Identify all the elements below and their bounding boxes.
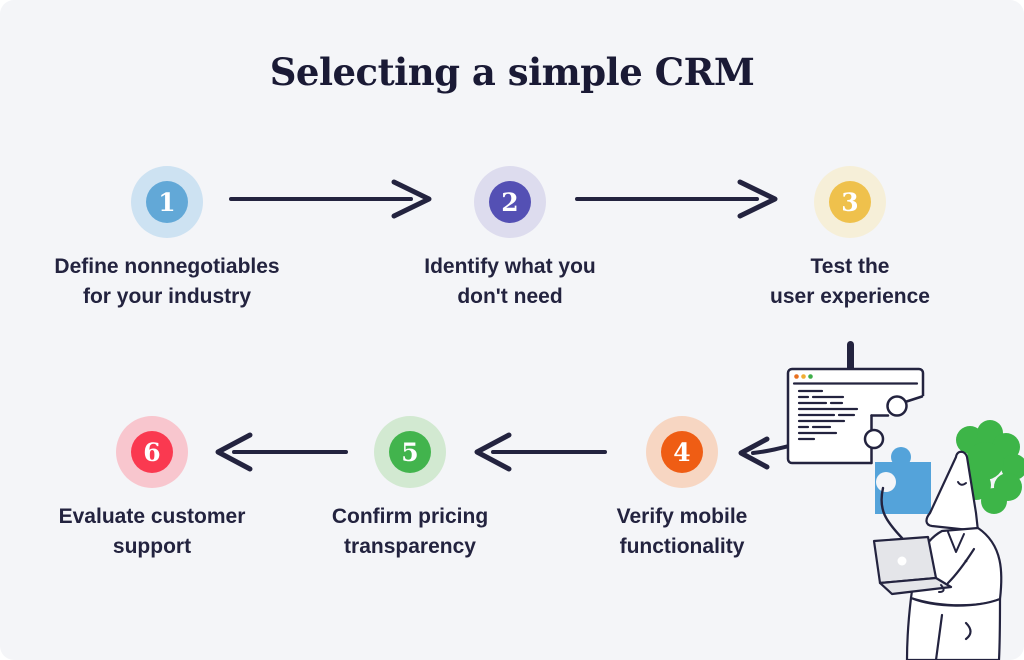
step-2-label: Identify what you don't need — [424, 255, 596, 308]
arrow-right-icon — [575, 179, 778, 219]
step-1-badge: 1 — [131, 166, 203, 238]
step-number: 2 — [501, 187, 519, 217]
step-4-label: Verify mobile functionality — [616, 505, 748, 558]
arm — [946, 547, 976, 585]
step-1-label: Define nonnegotiables for your industry — [54, 255, 280, 308]
laptop-icon — [872, 535, 953, 596]
browser-window-illustration — [786, 367, 926, 466]
step-3-badge: 3 — [814, 166, 886, 238]
step-circle: 6 — [131, 431, 173, 473]
step-4-badge: 4 — [646, 416, 718, 488]
eye-icon — [957, 481, 967, 486]
person-illustration — [872, 420, 1024, 660]
puzzle-knob-icon — [886, 395, 908, 417]
step-number: 4 — [673, 437, 691, 467]
puzzle-piece-icon — [875, 447, 931, 514]
step-circle: 2 — [489, 181, 531, 223]
legs — [905, 596, 1002, 660]
step-number: 5 — [401, 437, 419, 467]
puzzle-knob-icon — [863, 428, 885, 450]
arrow-right-icon — [229, 179, 432, 219]
step-5-badge: 5 — [374, 416, 446, 488]
hand — [938, 584, 945, 593]
step-number: 3 — [841, 187, 859, 217]
collar — [947, 531, 965, 553]
step-circle: 5 — [389, 431, 431, 473]
step-3-label: Test the user experience — [770, 255, 930, 308]
step-number: 1 — [158, 187, 176, 217]
step-circle: 4 — [661, 431, 703, 473]
connector-line — [847, 341, 854, 373]
cable-line — [880, 486, 904, 540]
browser-text-lines — [797, 389, 859, 441]
browser-dot-icon — [808, 374, 813, 379]
browser-dot-icon — [794, 374, 799, 379]
step-circle: 3 — [829, 181, 871, 223]
step-number: 6 — [143, 437, 161, 467]
step-6-badge: 6 — [116, 416, 188, 488]
arrow-left-icon — [474, 432, 607, 472]
step-6-label: Evaluate customer support — [58, 505, 246, 558]
step-5-label: Confirm pricing transparency — [331, 505, 489, 558]
browser-dot-icon — [801, 374, 806, 379]
crm-illustration — [786, 367, 1024, 660]
step-2-badge: 2 — [474, 166, 546, 238]
step-circle: 1 — [146, 181, 188, 223]
page-title: Selecting a simple CRM — [269, 50, 755, 94]
arrow-left-icon — [215, 432, 348, 472]
